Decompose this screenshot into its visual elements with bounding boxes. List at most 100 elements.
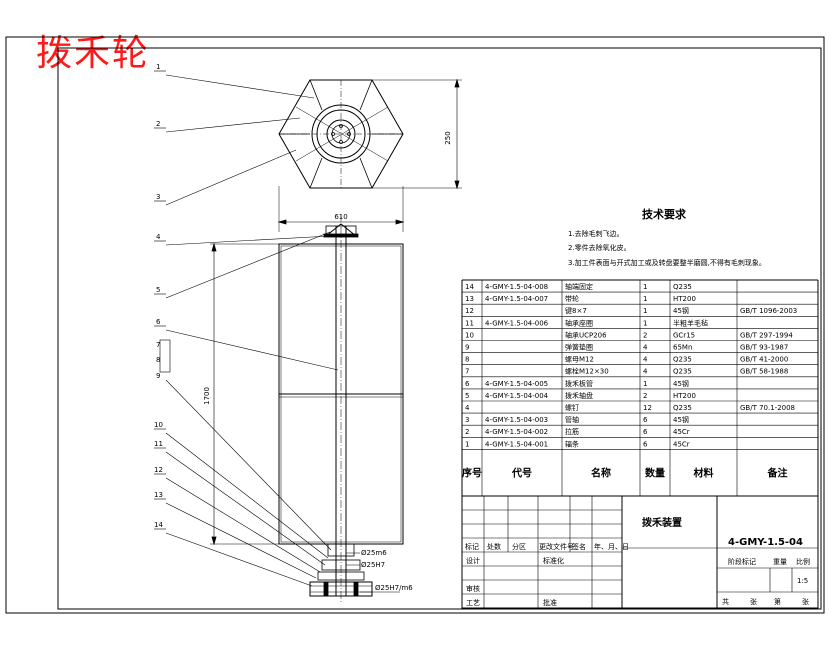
bom-cell: GB/T 93-1987 xyxy=(740,344,788,352)
bom-cell: 轴承UCP206 xyxy=(565,330,607,339)
bom-cell: 拉筋 xyxy=(565,427,579,436)
bom-cell: 带轮 xyxy=(565,294,579,303)
bom-cell: 3 xyxy=(465,416,469,424)
bom-cell: 45Cr xyxy=(673,428,690,436)
bom-cell: 45Cr xyxy=(673,440,690,448)
fit-hole: Ø25H7 xyxy=(361,561,385,569)
bom-cell: HT200 xyxy=(673,295,696,303)
review-label: 审核 xyxy=(466,584,480,593)
rev-header-mark: 标记 xyxy=(465,542,479,551)
bom-cell: 9 xyxy=(465,344,469,352)
leader-lines xyxy=(154,70,339,587)
bom-cell: GCr15 xyxy=(673,331,695,339)
tech-req-heading: 技术要求 xyxy=(642,207,687,221)
weight-label: 重量 xyxy=(773,558,787,566)
part-label-4: 4 xyxy=(156,233,161,241)
fit-assembly: Ø25H7/m6 xyxy=(375,584,413,592)
bom-grid xyxy=(461,279,819,497)
sheet-border-inner xyxy=(57,47,822,610)
part-label-5: 5 xyxy=(156,286,160,294)
bom-cell: GB/T 297-1994 xyxy=(740,331,793,339)
tech-req-3: 3.加工件表面与开式加工或及转盘要整半磨圆,不得有毛刺现象。 xyxy=(568,258,766,267)
scale-value: 1:5 xyxy=(797,577,808,585)
part-label-9: 9 xyxy=(156,372,160,380)
rev-header-zone: 分区 xyxy=(512,542,526,551)
bom-cell: Q235 xyxy=(673,283,692,291)
bom-cell: 螺栓M12×30 xyxy=(565,367,609,376)
sheets-total-unit: 张 xyxy=(750,597,757,606)
sheet-border-outer xyxy=(5,36,825,614)
part-labels: 1 2 3 4 5 6 7 8 9 10 11 12 13 14 xyxy=(154,63,163,529)
bom-cell: 螺钉 xyxy=(565,403,579,412)
dim-height-main: 1700 xyxy=(203,387,211,405)
bom-cell: 13 xyxy=(465,295,474,303)
rev-header-count: 处数 xyxy=(487,542,501,551)
bom-cell: 1 xyxy=(643,283,647,291)
part-label-1: 1 xyxy=(156,63,160,71)
bom-cell: 4-GMY-1.5-04-003 xyxy=(485,416,548,424)
bom-cell: GB/T 41-2000 xyxy=(740,356,788,364)
bom-cell: 拨禾板管 xyxy=(565,379,593,388)
bom-cell: 6 xyxy=(465,380,470,388)
part-label-8: 8 xyxy=(156,356,160,364)
bom-cell: 1 xyxy=(465,440,469,448)
bom-cell: Q235 xyxy=(673,368,692,376)
bom-cell: Q235 xyxy=(673,356,692,364)
bom-cell: 4-GMY-1.5-04-002 xyxy=(485,428,548,436)
bom-cell: 1 xyxy=(643,319,647,327)
bom-cell: 4-GMY-1.5-04-004 xyxy=(485,392,549,400)
drawing-number: 4-GMY-1.5-04 xyxy=(728,537,803,548)
bom-cell: Q235 xyxy=(673,404,692,412)
tech-req-1: 1.去除毛刺飞边。 xyxy=(568,229,624,238)
bom-cell: GB/T 1096-2003 xyxy=(740,307,797,315)
front-view xyxy=(210,186,405,604)
bom-cell: 11 xyxy=(465,319,474,327)
bom-cell: 6 xyxy=(643,440,648,448)
drawing-title: 拨禾轮 xyxy=(36,33,151,74)
bom-cell: 45钢 xyxy=(673,415,689,424)
dim-width: 610 xyxy=(334,213,347,221)
sheet-no-label: 第 xyxy=(774,597,781,606)
bom-cell: GB/T 58-1988 xyxy=(740,368,788,376)
bom-cell: 8 xyxy=(465,356,469,364)
bom-cell: 弹簧垫圈 xyxy=(565,343,593,352)
standardization-label: 标准化 xyxy=(543,556,564,565)
bom-cell: 4-GMY-1.5-04-007 xyxy=(485,295,548,303)
stage-mark-label: 阶段标记 xyxy=(728,557,756,566)
process-label: 工艺 xyxy=(466,599,480,607)
bom-cell: 5 xyxy=(465,392,469,400)
bom-cell: 14 xyxy=(465,283,474,291)
bom-header: 序号 xyxy=(462,467,482,480)
bom-cell: HT200 xyxy=(673,392,696,400)
bom-cell: 6 xyxy=(643,428,648,436)
bom-cell: 轴端固定 xyxy=(565,282,593,291)
bom-cell: 4 xyxy=(465,404,470,412)
bom-cell: 12 xyxy=(465,307,474,315)
rev-header-date: 年、月、日 xyxy=(594,542,629,551)
bom-cell: 4-GMY-1.5-04-008 xyxy=(485,283,548,291)
approve-label: 批准 xyxy=(543,598,557,607)
bom-cell: 4 xyxy=(643,344,648,352)
bom-header: 材料 xyxy=(694,467,714,480)
bom-cell: 1 xyxy=(643,380,647,388)
part-label-10: 10 xyxy=(154,421,163,429)
bom-header: 代号 xyxy=(511,467,532,480)
bom-cell: 4-GMY-1.5-04-001 xyxy=(485,440,548,448)
bom-cell: 10 xyxy=(465,331,474,339)
part-label-14: 14 xyxy=(154,521,163,529)
bom-cell: 6 xyxy=(643,416,648,424)
scale-label: 比例 xyxy=(796,557,810,566)
bom-cell: 辐条 xyxy=(565,439,579,448)
bom-cell: 4 xyxy=(643,368,648,376)
bom-cell: 半粗羊毛毡 xyxy=(673,318,708,327)
design-label: 设计 xyxy=(466,556,480,565)
bom-cell: 1 xyxy=(643,307,647,315)
bom-header: 名称 xyxy=(591,467,611,480)
bom-cell: 65Mn xyxy=(673,344,692,352)
part-label-12: 12 xyxy=(154,466,163,474)
bom-cell: 轴承座圈 xyxy=(565,318,593,327)
bom-cell: 4-GMY-1.5-04-005 xyxy=(485,380,548,388)
bom-cell: 7 xyxy=(465,368,469,376)
